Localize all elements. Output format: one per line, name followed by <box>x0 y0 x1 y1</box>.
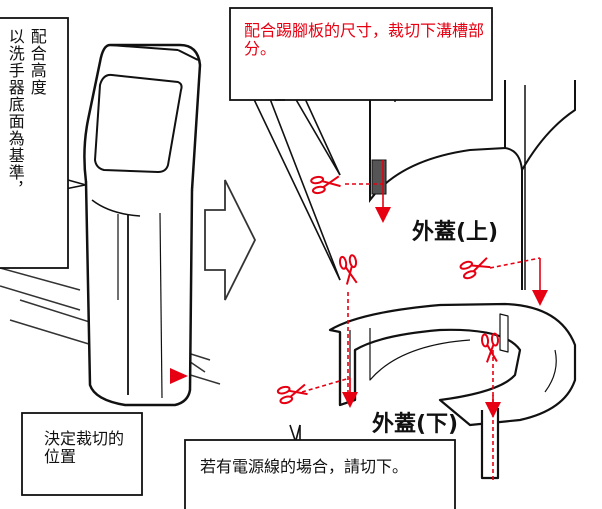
scissors-icon <box>310 175 341 195</box>
scissors-icon <box>276 383 308 405</box>
groove-hatch <box>371 159 387 195</box>
washbasin-cabinet <box>83 43 202 407</box>
scissors-icon <box>459 257 491 280</box>
top-callout-text: 配合踢腳板的尺寸，裁切下溝槽部分。 <box>244 21 485 59</box>
scissors-icon <box>338 254 358 285</box>
label-height-col2: 以洗手器底面為基準， <box>5 28 25 198</box>
lower-cover-drawing <box>328 302 577 480</box>
callout-boxes <box>0 7 493 509</box>
lower-cover-label: 外蓋(下) <box>372 412 459 437</box>
decide-cut-text: 決定裁切的位置 <box>44 429 125 467</box>
triangle-marker-icon <box>170 368 188 384</box>
power-cord-text: 若有電源線的場合，請切下。 <box>200 457 409 476</box>
arrow-right-icon <box>204 179 257 301</box>
scissors-icon <box>480 332 500 363</box>
upper-cover-drawing <box>369 80 576 290</box>
cut-lines <box>301 160 548 480</box>
pointer-stubs <box>67 99 301 441</box>
upper-cover-label: 外蓋(上) <box>412 220 499 245</box>
label-height-col1: 配合高度 <box>27 28 47 96</box>
